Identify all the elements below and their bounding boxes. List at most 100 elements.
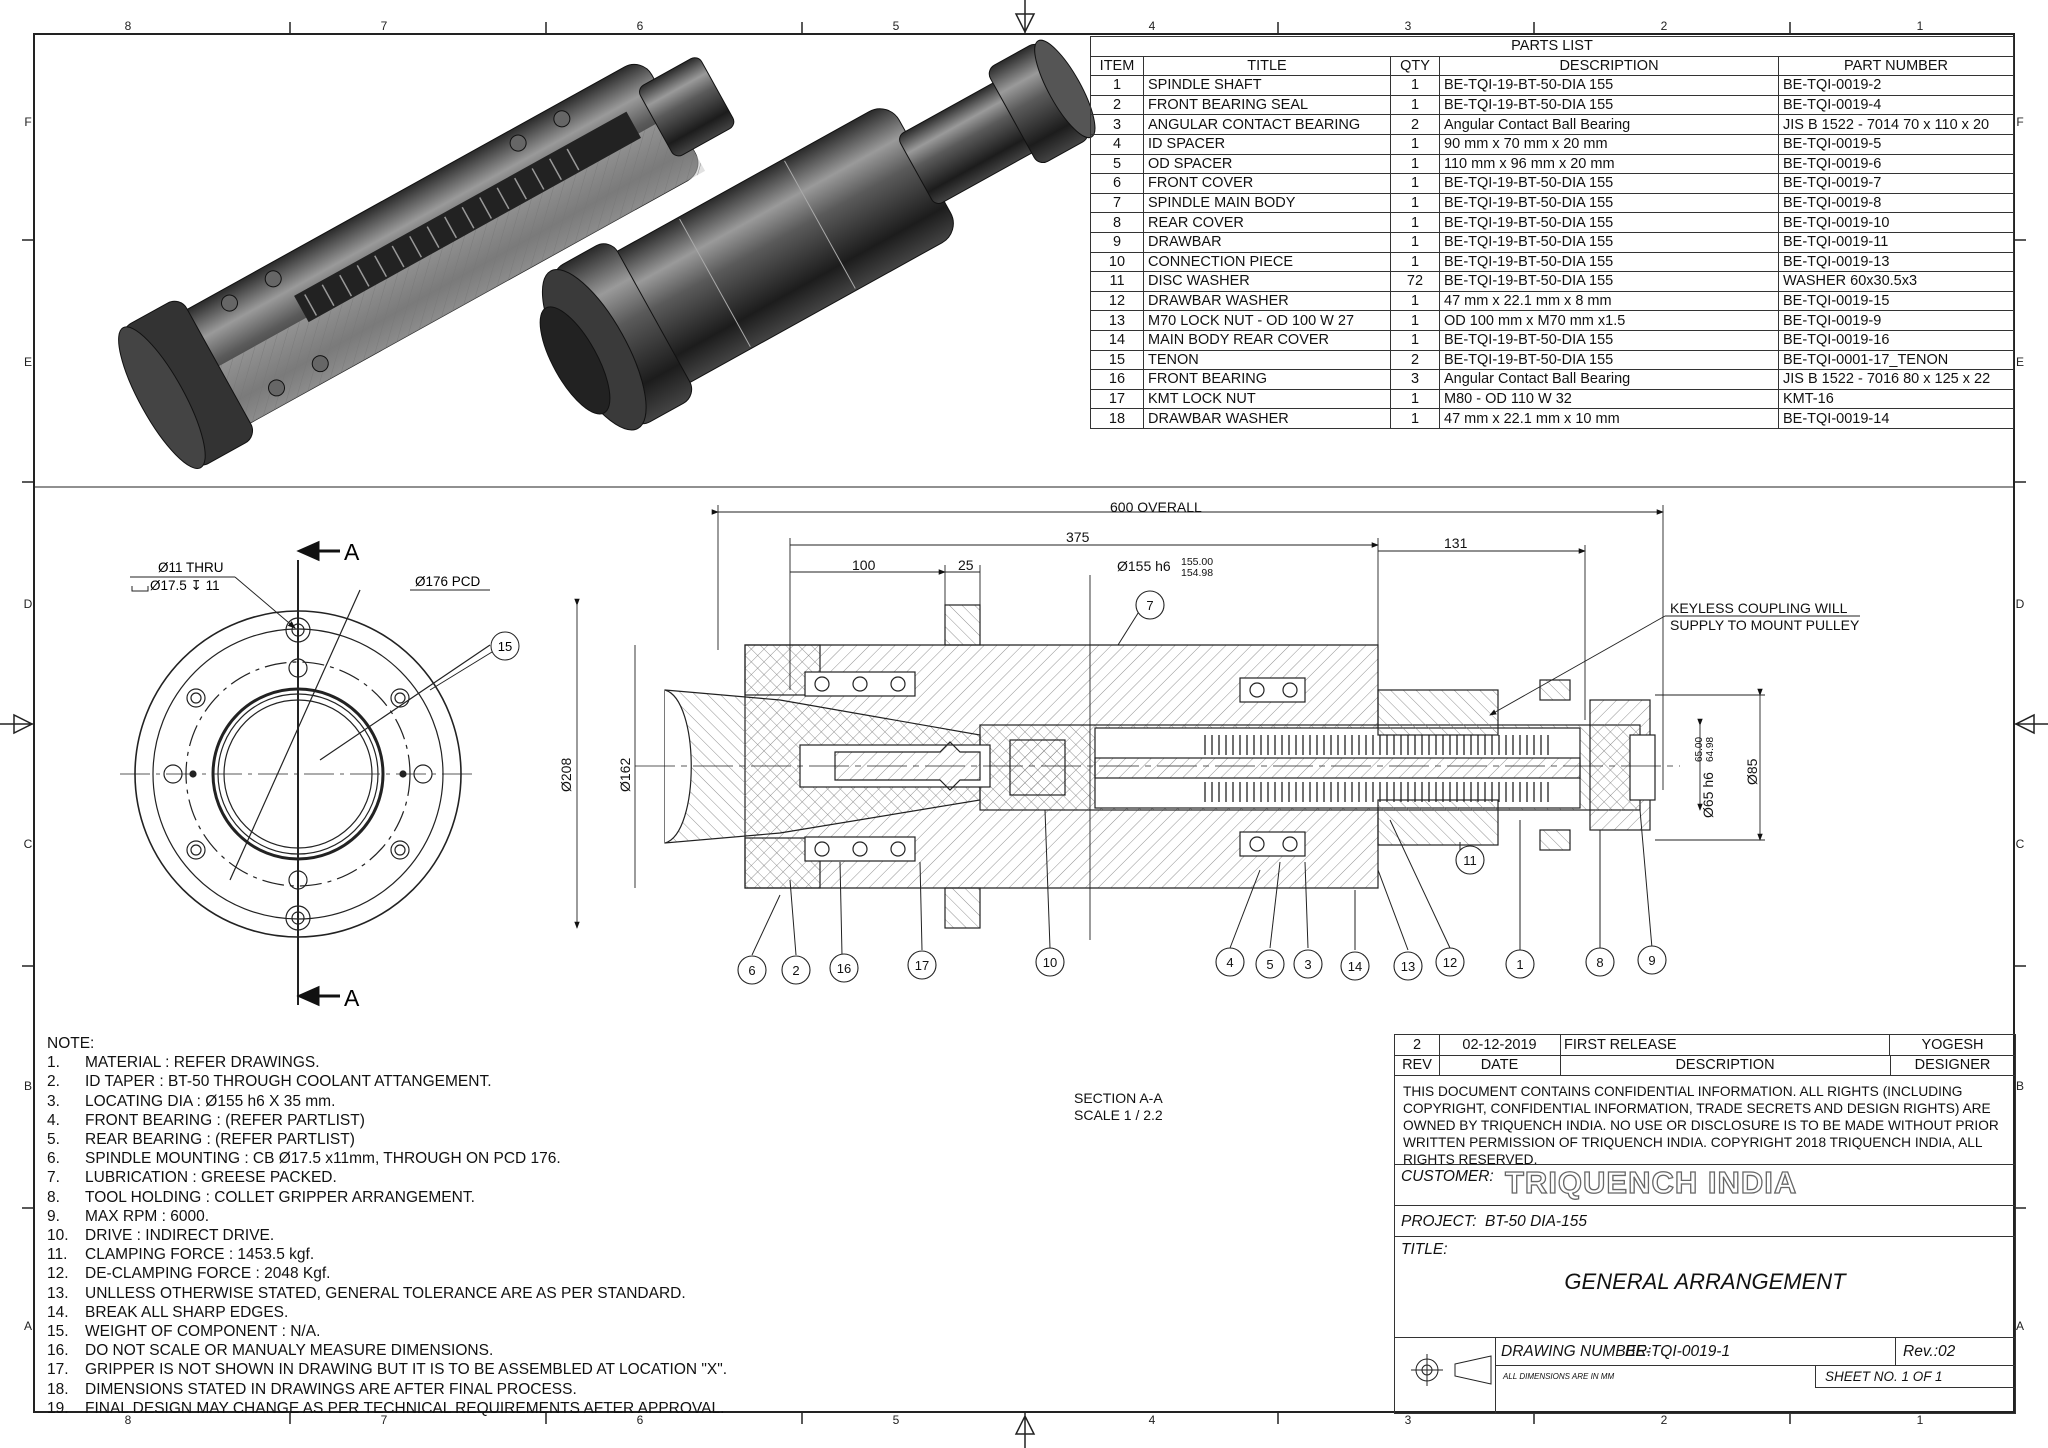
col-header: DESCRIPTION <box>1439 55 1779 77</box>
exterior-3d-render <box>539 39 1096 431</box>
project-value: BT-50 DIA-155 <box>1485 1213 1587 1230</box>
zone-col-label: 8 <box>125 19 132 33</box>
zone-row-label: B <box>2016 1079 2024 1093</box>
part-number: BE-TQI-0019-16 <box>1778 329 2014 351</box>
item-number: 15 <box>1090 349 1144 371</box>
designer-header: DESIGNER <box>1914 1057 1991 1073</box>
part-title: FRONT BEARING <box>1143 369 1391 390</box>
part-title: ANGULAR CONTACT BEARING <box>1143 114 1391 135</box>
note-number: 4. <box>47 1111 60 1129</box>
sheet-number: SHEET NO. 1 OF 1 <box>1825 1369 1943 1384</box>
note-text: MAX RPM : 6000. <box>85 1207 210 1225</box>
section-title: SECTION A-A <box>1074 1090 1163 1106</box>
balloon-label: 16 <box>837 961 851 976</box>
quantity: 2 <box>1390 349 1440 371</box>
notes-heading: NOTE: <box>47 1035 95 1052</box>
balloon <box>829 953 859 983</box>
zone-row-label: E <box>24 355 32 369</box>
part-title: CONNECTION PIECE <box>1143 251 1391 273</box>
note-number: 3. <box>47 1092 60 1110</box>
rev-description: FIRST RELEASE <box>1560 1035 1890 1055</box>
part-number: BE-TQI-0019-10 <box>1778 212 2014 233</box>
section-arrow-bottom <box>296 985 340 1007</box>
revision-label: Rev.:02 <box>1903 1343 1956 1360</box>
dim-100: 100 <box>852 557 876 573</box>
balloon-label: 1 <box>1516 957 1523 972</box>
note-text: GRIPPER IS NOT SHOWN IN DRAWING BUT IT I… <box>85 1361 728 1379</box>
note-item: 7.LUBRICATION : GREESE PACKED. <box>47 1168 827 1187</box>
zone-col-label: 7 <box>381 1413 388 1427</box>
parts-list-table: PARTS LIST ITEM TITLE QTY DESCRIPTION PA… <box>1090 36 2014 429</box>
balloon-label: 5 <box>1266 957 1273 972</box>
dim-dia85: Ø85 <box>1744 758 1760 785</box>
title-block: 2 02-12-2019 FIRST RELEASE YOGESH REV DA… <box>1394 1034 2016 1414</box>
dim-131: 131 <box>1444 535 1468 551</box>
note-item: 3.LOCATING DIA : Ø155 h6 X 35 mm. <box>47 1092 827 1111</box>
cutaway-3d-render <box>118 57 735 469</box>
description: BE-TQI-19-BT-50-DIA 155 <box>1439 231 1779 253</box>
part-title: MAIN BODY REAR COVER <box>1143 329 1391 351</box>
customer-label: CUSTOMER: <box>1401 1168 1494 1185</box>
drawing-number: BE-TQI-0019-1 <box>1625 1343 1731 1360</box>
zone-markers <box>22 22 2026 1424</box>
zone-row-label: F <box>2016 115 2023 129</box>
dim-dia155-lower: 154.98 <box>1181 567 1213 579</box>
balloon-label: 3 <box>1304 957 1311 972</box>
quantity: 1 <box>1390 212 1440 233</box>
pcd-callout: Ø176 PCD <box>415 574 481 589</box>
part-title: SPINDLE SHAFT <box>1143 75 1391 96</box>
part-number: BE-TQI-0019-6 <box>1778 153 2014 175</box>
note-text: REAR BEARING : (REFER PARTLIST) <box>85 1131 355 1149</box>
quantity: 1 <box>1390 310 1440 331</box>
balloon <box>1585 947 1615 977</box>
balloon <box>1293 949 1323 979</box>
zone-col-label: 5 <box>893 1413 900 1427</box>
note-number: 5. <box>47 1131 60 1149</box>
drawing-border <box>33 33 2015 1413</box>
item-number: 6 <box>1090 173 1144 194</box>
balloon-label: 14 <box>1348 959 1362 974</box>
part-number: BE-TQI-0019-15 <box>1778 290 2014 312</box>
dim-dia208: Ø208 <box>558 758 574 792</box>
description: BE-TQI-19-BT-50-DIA 155 <box>1439 192 1779 214</box>
counterbore-callout: Ø17.5 ↧ 11 <box>150 578 220 593</box>
item-number: 2 <box>1090 94 1144 116</box>
units-note: ALL DIMENSIONS ARE IN MM <box>1503 1372 1615 1381</box>
description: BE-TQI-19-BT-50-DIA 155 <box>1439 94 1779 116</box>
note-text: FRONT BEARING : (REFER PARTLIST) <box>85 1111 365 1129</box>
rev-number: 2 <box>1395 1035 1440 1055</box>
note-text: WEIGHT OF COMPONENT : N/A. <box>85 1323 321 1341</box>
dim-overall: 600 OVERALL <box>1110 499 1202 515</box>
zone-col-label: 5 <box>893 19 900 33</box>
note-text: UNLLESS OTHERWISE STATED, GENERAL TOLERA… <box>85 1284 686 1302</box>
note-number: 9. <box>47 1207 60 1225</box>
part-number: JIS B 1522 - 7016 80 x 125 x 22 <box>1778 369 2014 390</box>
zone-col-label: 1 <box>1917 19 1924 33</box>
note-number: 8. <box>47 1188 60 1206</box>
rev-date: 02-12-2019 <box>1439 1035 1561 1055</box>
tb-divider <box>1395 1164 2015 1165</box>
description: M80 - OD 110 W 32 <box>1439 388 1779 410</box>
item-number: 13 <box>1090 310 1144 331</box>
zone-row-label: C <box>24 837 33 851</box>
balloon <box>1435 947 1465 977</box>
dim-dia65-lower: 64.98 <box>1705 737 1716 762</box>
note-item: 8.TOOL HOLDING : COLLET GRIPPER ARRANGEM… <box>47 1188 827 1207</box>
note-item: 13.UNLLESS OTHERWISE STATED, GENERAL TOL… <box>47 1284 827 1303</box>
balloon <box>1637 945 1667 975</box>
balloon <box>1455 845 1485 875</box>
quantity: 1 <box>1390 251 1440 273</box>
note-item: 18.DIMENSIONS STATED IN DRAWINGS ARE AFT… <box>47 1380 827 1399</box>
note-text: LUBRICATION : GREESE PACKED. <box>85 1169 337 1187</box>
quantity: 1 <box>1390 153 1440 175</box>
zone-row-label: B <box>24 1079 32 1093</box>
item-number: 9 <box>1090 231 1144 253</box>
